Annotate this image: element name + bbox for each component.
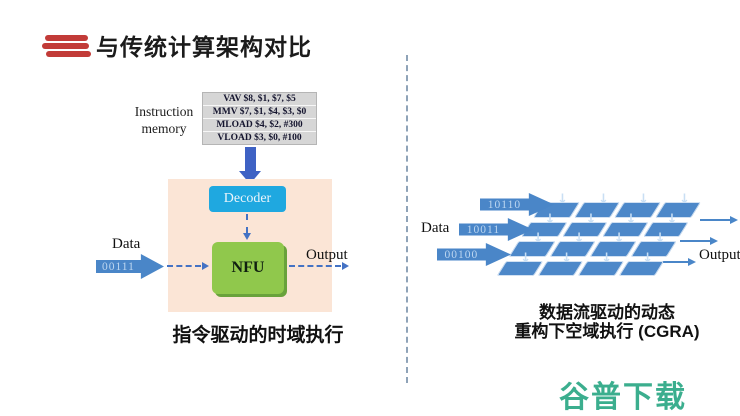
right-caption: 数据流驱动的动态 重构下空域执行 (CGRA) xyxy=(488,303,726,341)
pe-tile: ↓ xyxy=(573,192,620,218)
pe-tile: ↓ xyxy=(561,212,608,237)
right-caption-line2: 重构下空域执行 (CGRA) xyxy=(514,322,700,341)
data-input-value: 00100 xyxy=(444,248,479,261)
title-row: 与传统计算架构对比 xyxy=(40,28,312,62)
data-input-arrow: 10110 xyxy=(480,193,554,216)
data-input-arrow: 00100 xyxy=(437,243,511,266)
pe-tile: ↓ xyxy=(496,251,543,276)
instruction-row: VAV $8, $1, $7, $5 xyxy=(203,93,316,106)
down-arrow-icon: ↓ xyxy=(557,192,569,207)
instruction-memory-label: Instruction memory xyxy=(134,104,194,136)
instruction-row: MLOAD $4, $2, #300 xyxy=(203,119,316,132)
pe-array: ↓↓↓↓↓↓↓↓↓↓↓↓↓↓↓↓ xyxy=(496,192,701,276)
nfu-box: NFU xyxy=(212,242,284,294)
pe-tile: ↓ xyxy=(508,231,556,257)
down-arrow-icon: ↓ xyxy=(666,211,678,227)
down-arrow-icon: ↓ xyxy=(573,231,585,246)
pe-tile: ↓ xyxy=(602,212,649,237)
page-title: 与传统计算架构对比 xyxy=(96,34,312,60)
fetch-arrow-icon xyxy=(239,147,261,184)
menu-bar xyxy=(45,35,88,41)
data-label: Data xyxy=(112,236,141,252)
down-arrow-icon: ↓ xyxy=(626,211,638,227)
data-input-value: 10011 xyxy=(466,223,501,236)
pe-tile: ↓ xyxy=(549,231,596,257)
instruction-memory-box: VAV $8, $1, $7, $5 MMV $7, $1, $4, $3, $… xyxy=(202,92,317,145)
input-dashed-arrow-icon xyxy=(167,262,209,270)
instruction-row: VLOAD $3, $0, #100 xyxy=(203,132,316,144)
data-input-arrow: 00111 xyxy=(96,254,164,279)
data-label: Data xyxy=(421,220,450,236)
down-arrow-icon: ↓ xyxy=(638,192,650,207)
right-caption-line1: 数据流驱动的动态 xyxy=(539,303,675,322)
instruction-row: MMV $7, $1, $4, $3, $0 xyxy=(203,106,316,119)
down-arrow-icon: ↓ xyxy=(613,231,625,246)
data-input-value: 00111 xyxy=(101,260,135,273)
data-input-value: 10110 xyxy=(487,198,522,211)
down-arrow-icon: ↓ xyxy=(597,192,609,207)
down-arrow-icon: ↓ xyxy=(654,231,666,246)
watermark: 谷普下载 xyxy=(559,380,687,415)
down-arrow-icon: ↓ xyxy=(642,250,654,266)
decode-dashed-arrow-icon xyxy=(243,214,251,240)
pe-tile: ↓ xyxy=(614,192,661,218)
left-caption: 指令驱动的时域执行 xyxy=(172,325,344,346)
output-arrow-icon xyxy=(700,216,738,224)
menu-bar xyxy=(46,51,91,57)
output-arrow-icon xyxy=(680,237,718,245)
output-arrow-icon xyxy=(656,258,696,266)
data-input-arrow: 10011 xyxy=(459,218,533,241)
pe-tile: ↓ xyxy=(630,231,677,257)
menu-bar xyxy=(42,43,89,49)
down-arrow-icon: ↓ xyxy=(532,231,544,246)
down-arrow-icon: ↓ xyxy=(520,250,532,266)
section-divider xyxy=(406,55,408,383)
menu-bars-icon xyxy=(40,35,91,59)
down-arrow-icon: ↓ xyxy=(561,250,573,266)
decoder-box: Decoder xyxy=(209,186,286,212)
down-arrow-icon: ↓ xyxy=(585,211,597,227)
output-label: Output xyxy=(306,247,348,263)
pe-tile: ↓ xyxy=(654,192,701,218)
pe-tile: ↓ xyxy=(577,251,624,276)
pe-tile: ↓ xyxy=(642,212,689,237)
pe-tile: ↓ xyxy=(537,251,584,276)
down-arrow-icon: ↓ xyxy=(545,211,557,227)
pe-tile: ↓ xyxy=(589,231,637,257)
down-arrow-icon: ↓ xyxy=(678,192,690,207)
output-dashed-arrow-icon xyxy=(289,262,349,270)
pe-tile: ↓ xyxy=(618,251,665,276)
down-arrow-icon: ↓ xyxy=(601,250,613,266)
output-label: Output xyxy=(699,247,740,263)
